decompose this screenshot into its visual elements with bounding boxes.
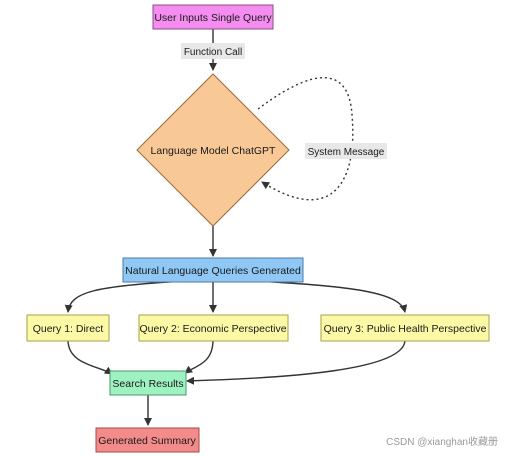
edge-query-3-to-results xyxy=(186,339,406,385)
node-user-input: User Inputs Single Query xyxy=(152,4,274,30)
edge-label-system-message: System Message xyxy=(305,143,387,159)
watermark: CSDN @xianghan收藏册 xyxy=(386,437,498,448)
node-user-input-label: User Inputs Single Query xyxy=(154,12,272,24)
node-search-results: Search Results xyxy=(109,370,187,396)
edge-label-function-call-text: Function Call xyxy=(184,47,242,58)
node-search-results-label: Search Results xyxy=(112,378,183,390)
node-search-results-box xyxy=(109,370,187,396)
node-user-input-box xyxy=(152,4,274,30)
node-generated-queries: Natural Language Queries Generated xyxy=(122,257,304,283)
node-generated-summary-label: Generated Summary xyxy=(98,435,196,447)
edge-label-system-message-text: System Message xyxy=(308,147,385,158)
node-language-model-diamond xyxy=(136,73,290,227)
edge-label-function-call: Function Call xyxy=(181,43,245,59)
node-query-direct-box xyxy=(26,314,110,342)
node-query-public-health-box xyxy=(320,314,490,342)
edge-generated-to-query-1 xyxy=(64,280,186,313)
node-language-model-label: Language Model ChatGPT xyxy=(151,145,276,157)
edge-generated-to-query-3 xyxy=(254,280,408,313)
node-language-model: Language Model ChatGPT xyxy=(136,73,290,227)
edge-query-2-to-results xyxy=(184,339,214,374)
node-query-economic: Query 2: Economic Perspective xyxy=(138,314,289,342)
edge-query-1-to-results xyxy=(67,339,113,375)
node-query-public-health-label: Query 3: Public Health Perspective xyxy=(324,323,487,335)
node-generated-summary-box xyxy=(95,427,200,453)
edge-model-to-model-loop xyxy=(257,77,354,201)
node-generated-summary: Generated Summary xyxy=(95,427,200,453)
node-query-economic-label: Query 2: Economic Perspective xyxy=(139,323,286,335)
node-query-public-health: Query 3: Public Health Perspective xyxy=(320,314,490,342)
node-query-economic-box xyxy=(138,314,289,342)
node-query-direct-label: Query 1: Direct xyxy=(33,323,104,335)
node-generated-queries-label: Natural Language Queries Generated xyxy=(125,265,301,277)
node-generated-queries-box xyxy=(122,257,304,283)
edges xyxy=(64,29,408,426)
node-query-direct: Query 1: Direct xyxy=(26,314,110,342)
